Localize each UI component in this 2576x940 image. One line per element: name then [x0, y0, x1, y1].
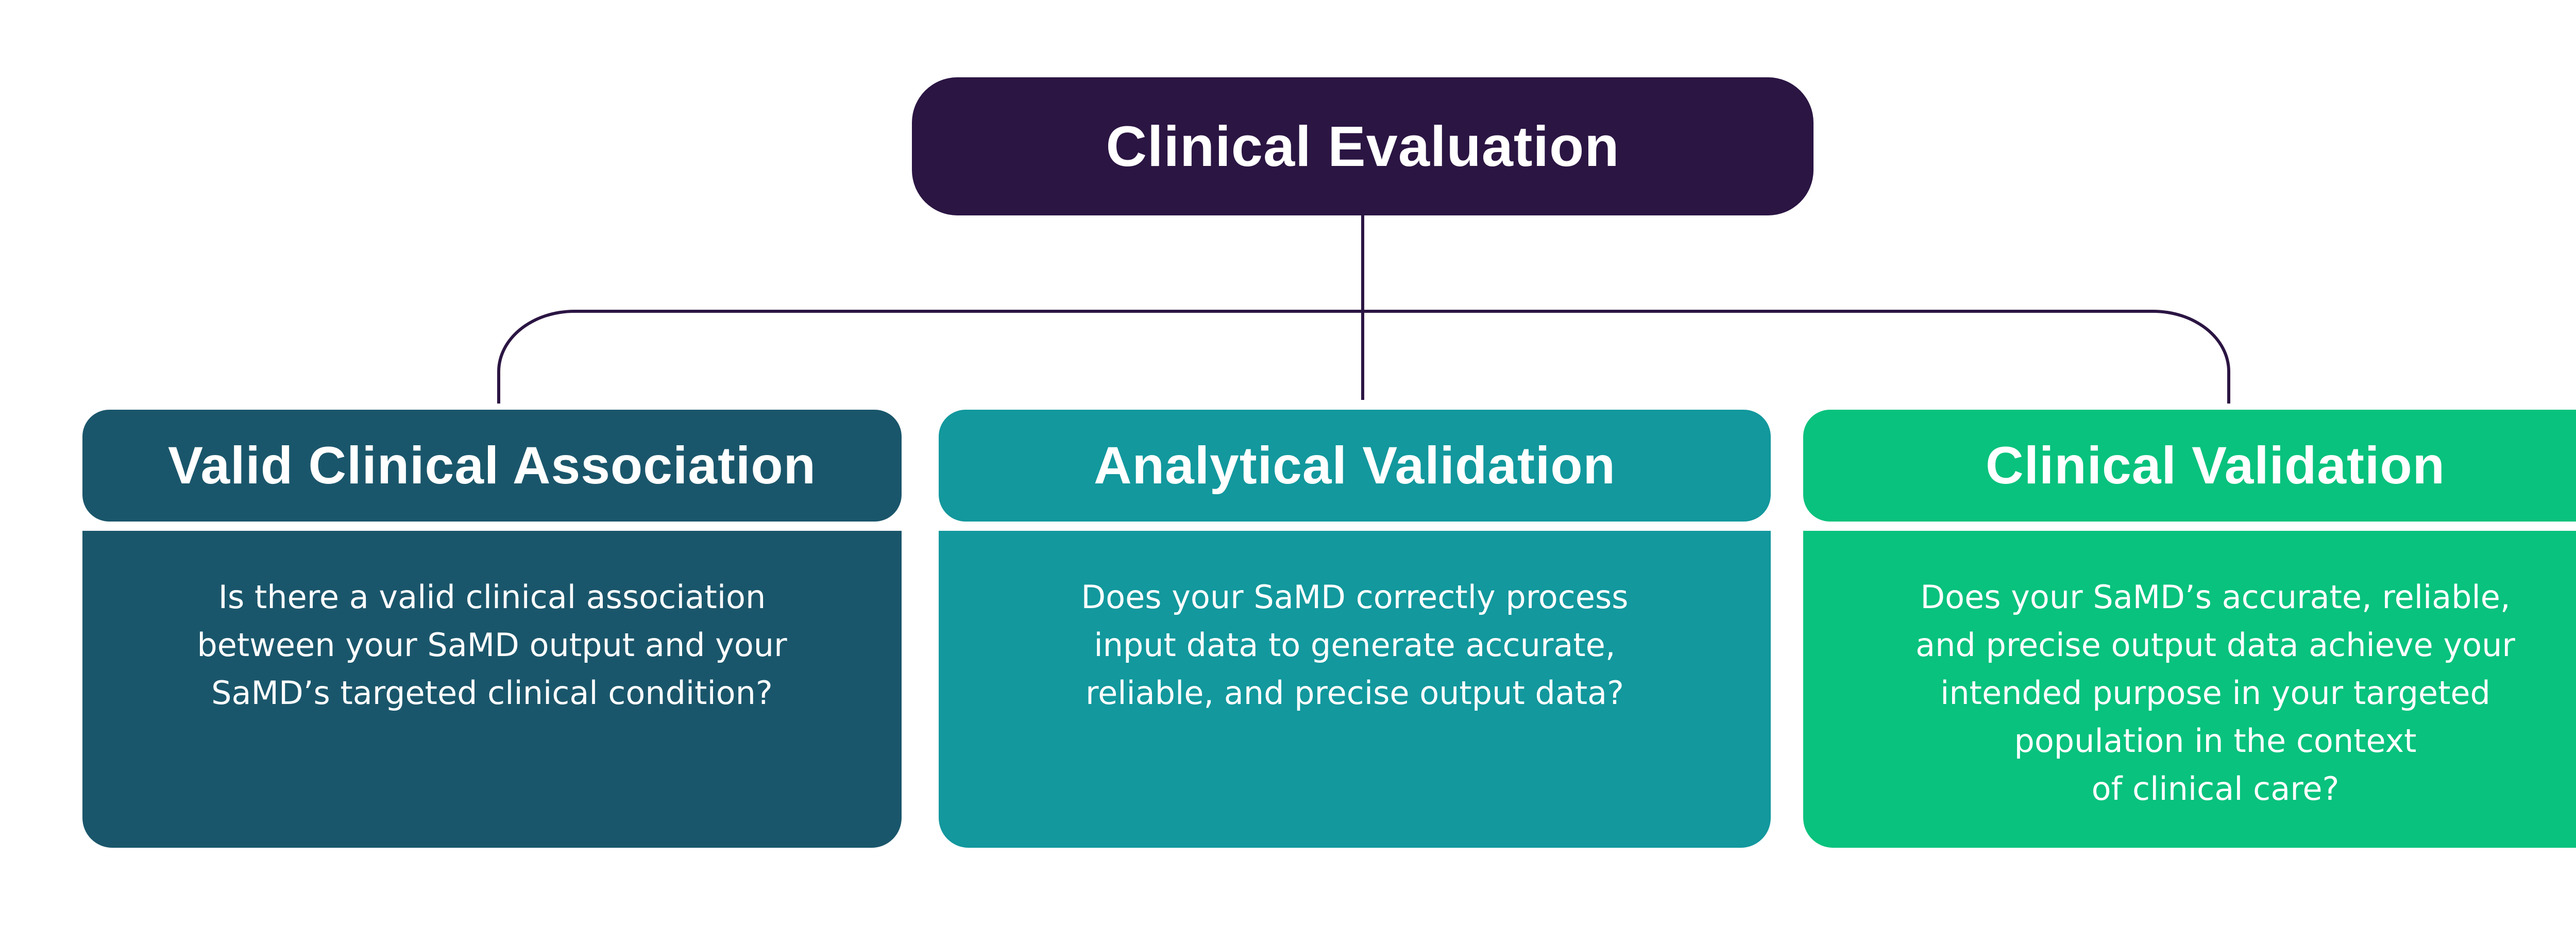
card-description: Does your SaMD’s accurate, reliable, and… [1916, 578, 2515, 808]
node-clinical-evaluation: Clinical Evaluation [912, 77, 1814, 215]
card-header: Analytical Validation [939, 410, 1771, 522]
card-title: Analytical Validation [1094, 436, 1616, 495]
card-description: Is there a valid clinical association be… [197, 578, 787, 712]
connector-stem-middle [1361, 311, 1364, 400]
card-header: Clinical Validation [1803, 410, 2576, 522]
card-title: Valid Clinical Association [168, 436, 816, 495]
node-analytical-validation: Analytical Validation Does your SaMD cor… [939, 410, 1771, 848]
card-description: Does your SaMD correctly process input d… [1081, 578, 1629, 712]
card-body: Is there a valid clinical association be… [82, 531, 902, 848]
node-valid-clinical-association: Valid Clinical Association Is there a va… [82, 410, 902, 848]
node-clinical-validation: Clinical Validation Does your SaMD’s acc… [1803, 410, 2576, 848]
card-body: Does your SaMD’s accurate, reliable, and… [1803, 531, 2576, 848]
connector-stem-top [1361, 215, 1364, 311]
card-body: Does your SaMD correctly process input d… [939, 531, 1771, 848]
card-header: Valid Clinical Association [82, 410, 902, 522]
card-title: Clinical Validation [1986, 436, 2445, 495]
root-node-title: Clinical Evaluation [1106, 114, 1620, 178]
